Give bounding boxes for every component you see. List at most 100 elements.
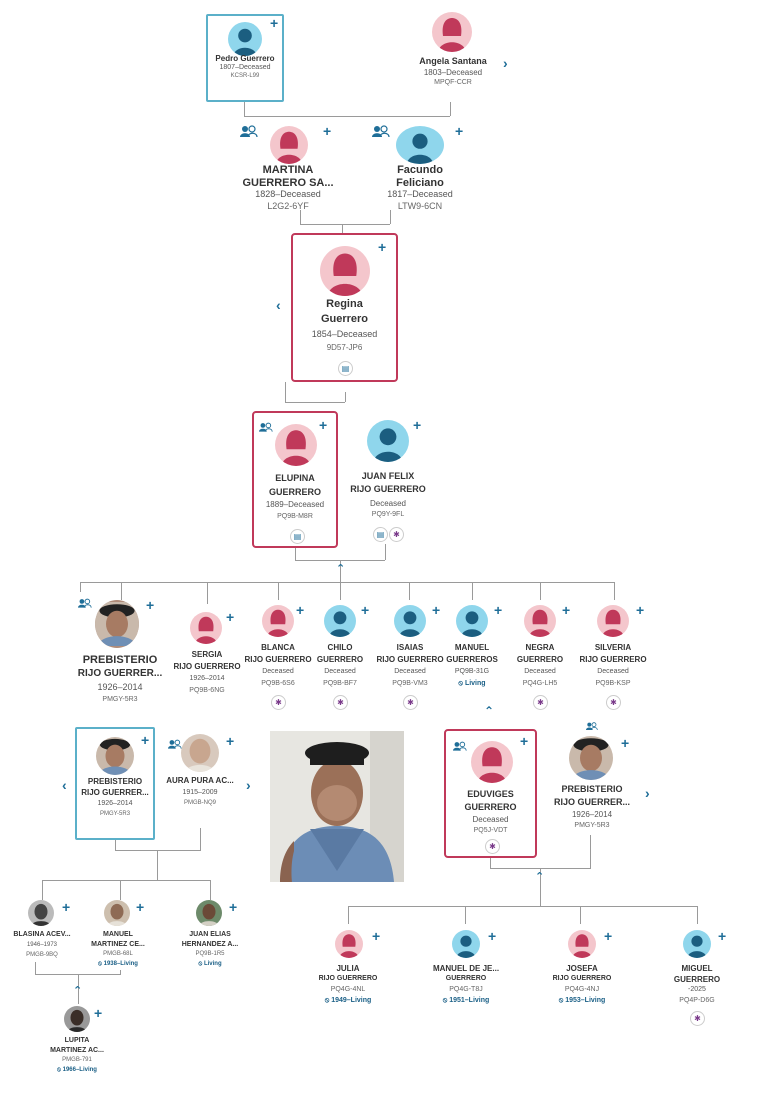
person-card-isaias-rijo[interactable]: ISAIAS RIJO GUERRERO Deceased PQ9B-VM3 ✱ [374,605,446,710]
person-card-manuel-martinez[interactable]: MANUEL MARTINEZ CE... PMGB-68L ⦸ 1938–Li… [86,900,150,972]
person-name: BLANCA [261,643,295,652]
add-icon[interactable]: + [455,123,464,139]
couple-icon[interactable] [453,738,467,756]
person-name: MANUEL [454,643,490,652]
person-card-juan-felix-rijo[interactable]: JUAN FELIX RIJO GUERRERO Deceased PQ9Y-9… [348,420,428,546]
person-card-angela-santana[interactable]: Angela Santana 1803–Deceased MPQF-CCR [408,10,498,90]
chevron-right-icon[interactable]: › [645,785,650,801]
add-icon[interactable]: + [378,239,387,255]
connector-line [80,582,615,583]
couple-icon[interactable] [78,596,92,614]
person-card-prebisterio-rijo[interactable]: PREBISTERIO RIJO GUERRER... 1926–2014 PM… [70,600,170,710]
add-icon[interactable]: + [146,597,155,613]
chevron-left-icon[interactable]: ‹ [62,777,67,793]
person-card-silveria-rijo[interactable]: SILVERIA RIJO GUERRERO Deceased PQ9B-KSP… [576,605,650,710]
person-card-julia-rijo[interactable]: JULIA RIJO GUERRERO PQ4G-4NL ⦸ 1949–Livi… [308,930,388,1008]
chevron-up-icon[interactable]: ⌃ [535,871,545,883]
add-icon[interactable]: + [636,602,645,618]
person-card-josefa-rijo[interactable]: JOSEFA RIJO GUERRERO PQ4G-4NJ ⦸ 1953–Liv… [540,930,624,1008]
person-name-line2: RIJO GUERRERO [244,655,312,664]
person-card-facundo-feliciano[interactable]: Facundo Feliciano 1817–Deceased LTW9-6CN [364,124,476,212]
add-icon[interactable]: + [62,899,71,915]
add-icon[interactable]: + [319,417,328,433]
person-card-blanca-rijo[interactable]: BLANCA RIJO GUERRERO Deceased PQ9B-6S6 ✱ [242,605,314,710]
record-hint-icon[interactable]: ▤ [373,527,388,542]
add-icon[interactable]: + [229,899,238,915]
person-card-aura-pura[interactable]: AURA PURA AC... 1915–2009 PMGB-NQ9 [160,734,240,826]
person-card-manuel-guerreros[interactable]: MANUEL GUERREROS PQ9B-31G ⦸ Living [440,605,504,697]
portrait-photo [96,737,134,775]
add-icon[interactable]: + [562,602,571,618]
person-card-lupita-martinez[interactable]: LUPITA MARTINEZ AC... PMGB-791 ⦸ 1966–Li… [44,1006,110,1076]
add-icon[interactable]: + [270,15,279,31]
add-icon[interactable]: + [94,1005,103,1021]
connector-line [115,840,116,850]
add-icon[interactable]: + [718,928,727,944]
add-icon[interactable]: + [494,602,503,618]
person-card-sergia-rijo[interactable]: SERGIA RIJO GUERRERO 1926–2014 PQ9B-6NG [165,612,249,702]
chevron-right-icon[interactable]: › [503,55,508,71]
add-icon[interactable]: + [323,123,332,139]
add-icon[interactable]: + [136,899,145,915]
chevron-right-icon[interactable]: › [246,777,251,793]
person-dates: 1817–Deceased [387,189,453,199]
person-card-elupina-guerrero[interactable]: ELUPINA GUERRERO 1889–Deceased PQ9B-M8R … [252,411,338,548]
add-icon[interactable]: + [372,928,381,944]
add-icon[interactable]: + [413,417,422,433]
research-hint-icon[interactable]: ✱ [606,695,621,710]
person-card-chilo-guerrero[interactable]: CHILO GUERRERO Deceased PQ9B-BF7 ✱ [306,605,374,710]
research-hint-icon[interactable]: ✱ [271,695,286,710]
research-hint-icon[interactable]: ✱ [389,527,404,542]
research-hint-icon[interactable]: ✱ [403,695,418,710]
record-hint-icon[interactable]: ▤ [338,361,353,376]
person-card-blasina-acev[interactable]: BLASINA ACEV... 1946–1973 PMGB-9BQ [10,900,74,966]
connector-line [121,582,122,600]
add-icon[interactable]: + [520,733,529,749]
person-card-negra-guerrero[interactable]: NEGRA GUERRERO Deceased PQ4G-LH5 ✱ [508,605,572,710]
person-card-martina-guerrero[interactable]: MARTINA GUERRERO SA... 1828–Deceased L2G… [232,124,344,212]
add-icon[interactable]: + [141,732,150,748]
person-id: PQ9Y-9FL [371,511,405,518]
couple-icon[interactable] [372,124,390,142]
connector-line [42,880,43,900]
person-card-juan-elias-hernandez[interactable]: JUAN ELIAS HERNANDEZ A... PQ9B-1R5 ⦸ Liv… [175,900,245,972]
person-card-prebisterio-rijo-focus[interactable]: PREBISTERIO RIJO GUERRER... 1926–2014 PM… [75,727,155,840]
couple-icon[interactable] [240,124,258,142]
couple-icon[interactable] [259,419,273,437]
connector-line [210,880,211,900]
couple-icon[interactable] [586,718,598,736]
add-icon[interactable]: + [621,735,630,751]
research-hint-icon[interactable]: ✱ [333,695,348,710]
person-card-eduviges-guerrero[interactable]: EDUVIGES GUERRERO Deceased PQ5J-VDT ✱ [444,729,537,858]
person-card-regina-guerrero[interactable]: Regina Guerrero 1854–Deceased 9D57-JP6 ▤ [291,233,398,382]
research-hint-icon[interactable]: ✱ [533,695,548,710]
chevron-up-icon[interactable]: ⌃ [484,704,495,718]
add-icon[interactable]: + [432,602,441,618]
add-icon[interactable]: + [604,928,613,944]
person-card-prebisterio-rijo-spouse[interactable]: PREBISTERIO RIJO GUERRER... 1926–2014 PM… [546,736,638,836]
research-hint-icon[interactable]: ✱ [485,839,500,854]
chevron-up-icon[interactable]: ⌃ [336,563,346,575]
person-id: PQ9B-M8R [277,513,313,520]
person-card-manuel-de-je[interactable]: MANUEL DE JE... GUERRERO PQ4G-T8J ⦸ 1951… [424,930,508,1008]
person-id: 9D57-JP6 [326,343,363,352]
person-card-miguel-guerrero[interactable]: MIGUEL GUERRERO -2025 PQ4P-D6G ✱ [660,930,734,1026]
add-icon[interactable]: + [226,609,235,625]
chevron-left-icon[interactable]: ‹ [276,297,281,313]
add-icon[interactable]: + [296,602,305,618]
research-hint-icon[interactable]: ✱ [690,1011,705,1026]
avatar-female-icon [190,612,222,644]
person-dates: Deceased [262,668,294,675]
person-card-pedro-guerrero[interactable]: Pedro Guerrero 1807–Deceased KCSR-L99 [206,14,284,102]
person-dates: Deceased [472,815,509,824]
add-icon[interactable]: + [361,602,370,618]
add-icon[interactable]: + [226,733,235,749]
chevron-up-icon[interactable]: ⌃ [73,985,83,997]
person-dates: 1807–Deceased [219,64,271,71]
connector-line [390,210,391,224]
person-name-line2: GUERRERO [673,975,721,984]
person-id: PQ4G-4NJ [564,986,600,993]
person-name: MARTINA [262,164,314,176]
record-hint-icon[interactable]: ▤ [290,529,305,544]
add-icon[interactable]: + [488,928,497,944]
